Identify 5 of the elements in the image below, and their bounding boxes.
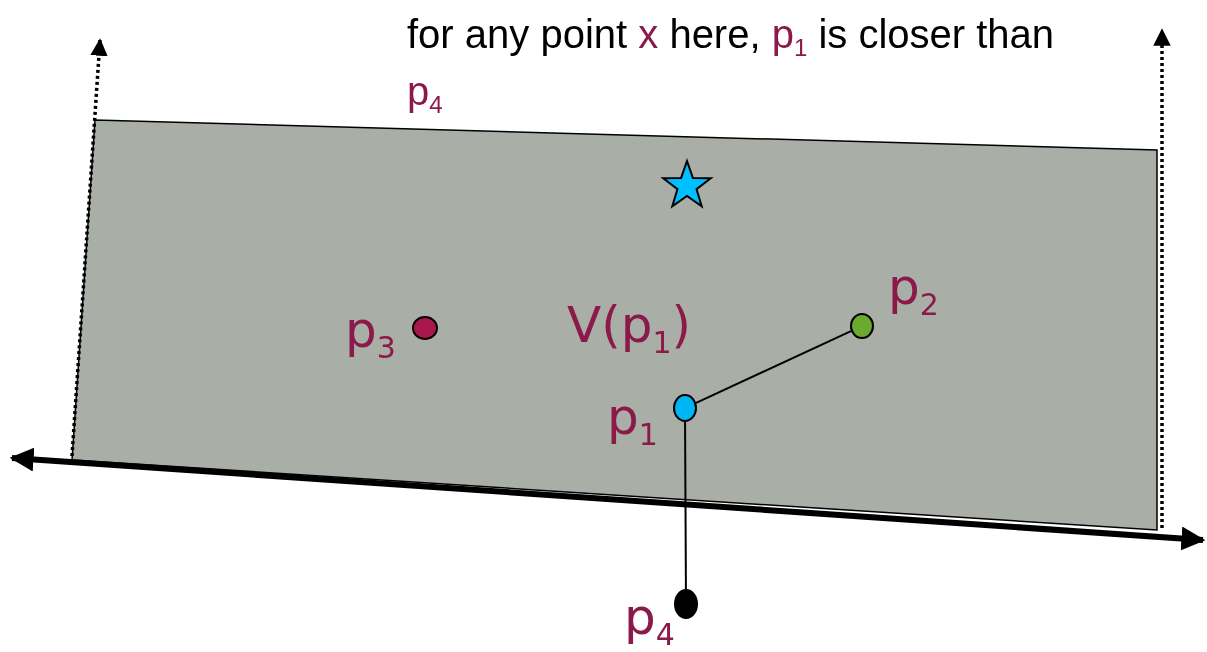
region-polygon bbox=[72, 120, 1157, 530]
connector-line bbox=[695, 330, 852, 404]
note-text: for any point x here, p$_{1}$ is closer than p$_{4}$ bbox=[407, 11, 1056, 120]
connector-line bbox=[684, 421, 687, 590]
point-marker bbox=[674, 589, 698, 619]
